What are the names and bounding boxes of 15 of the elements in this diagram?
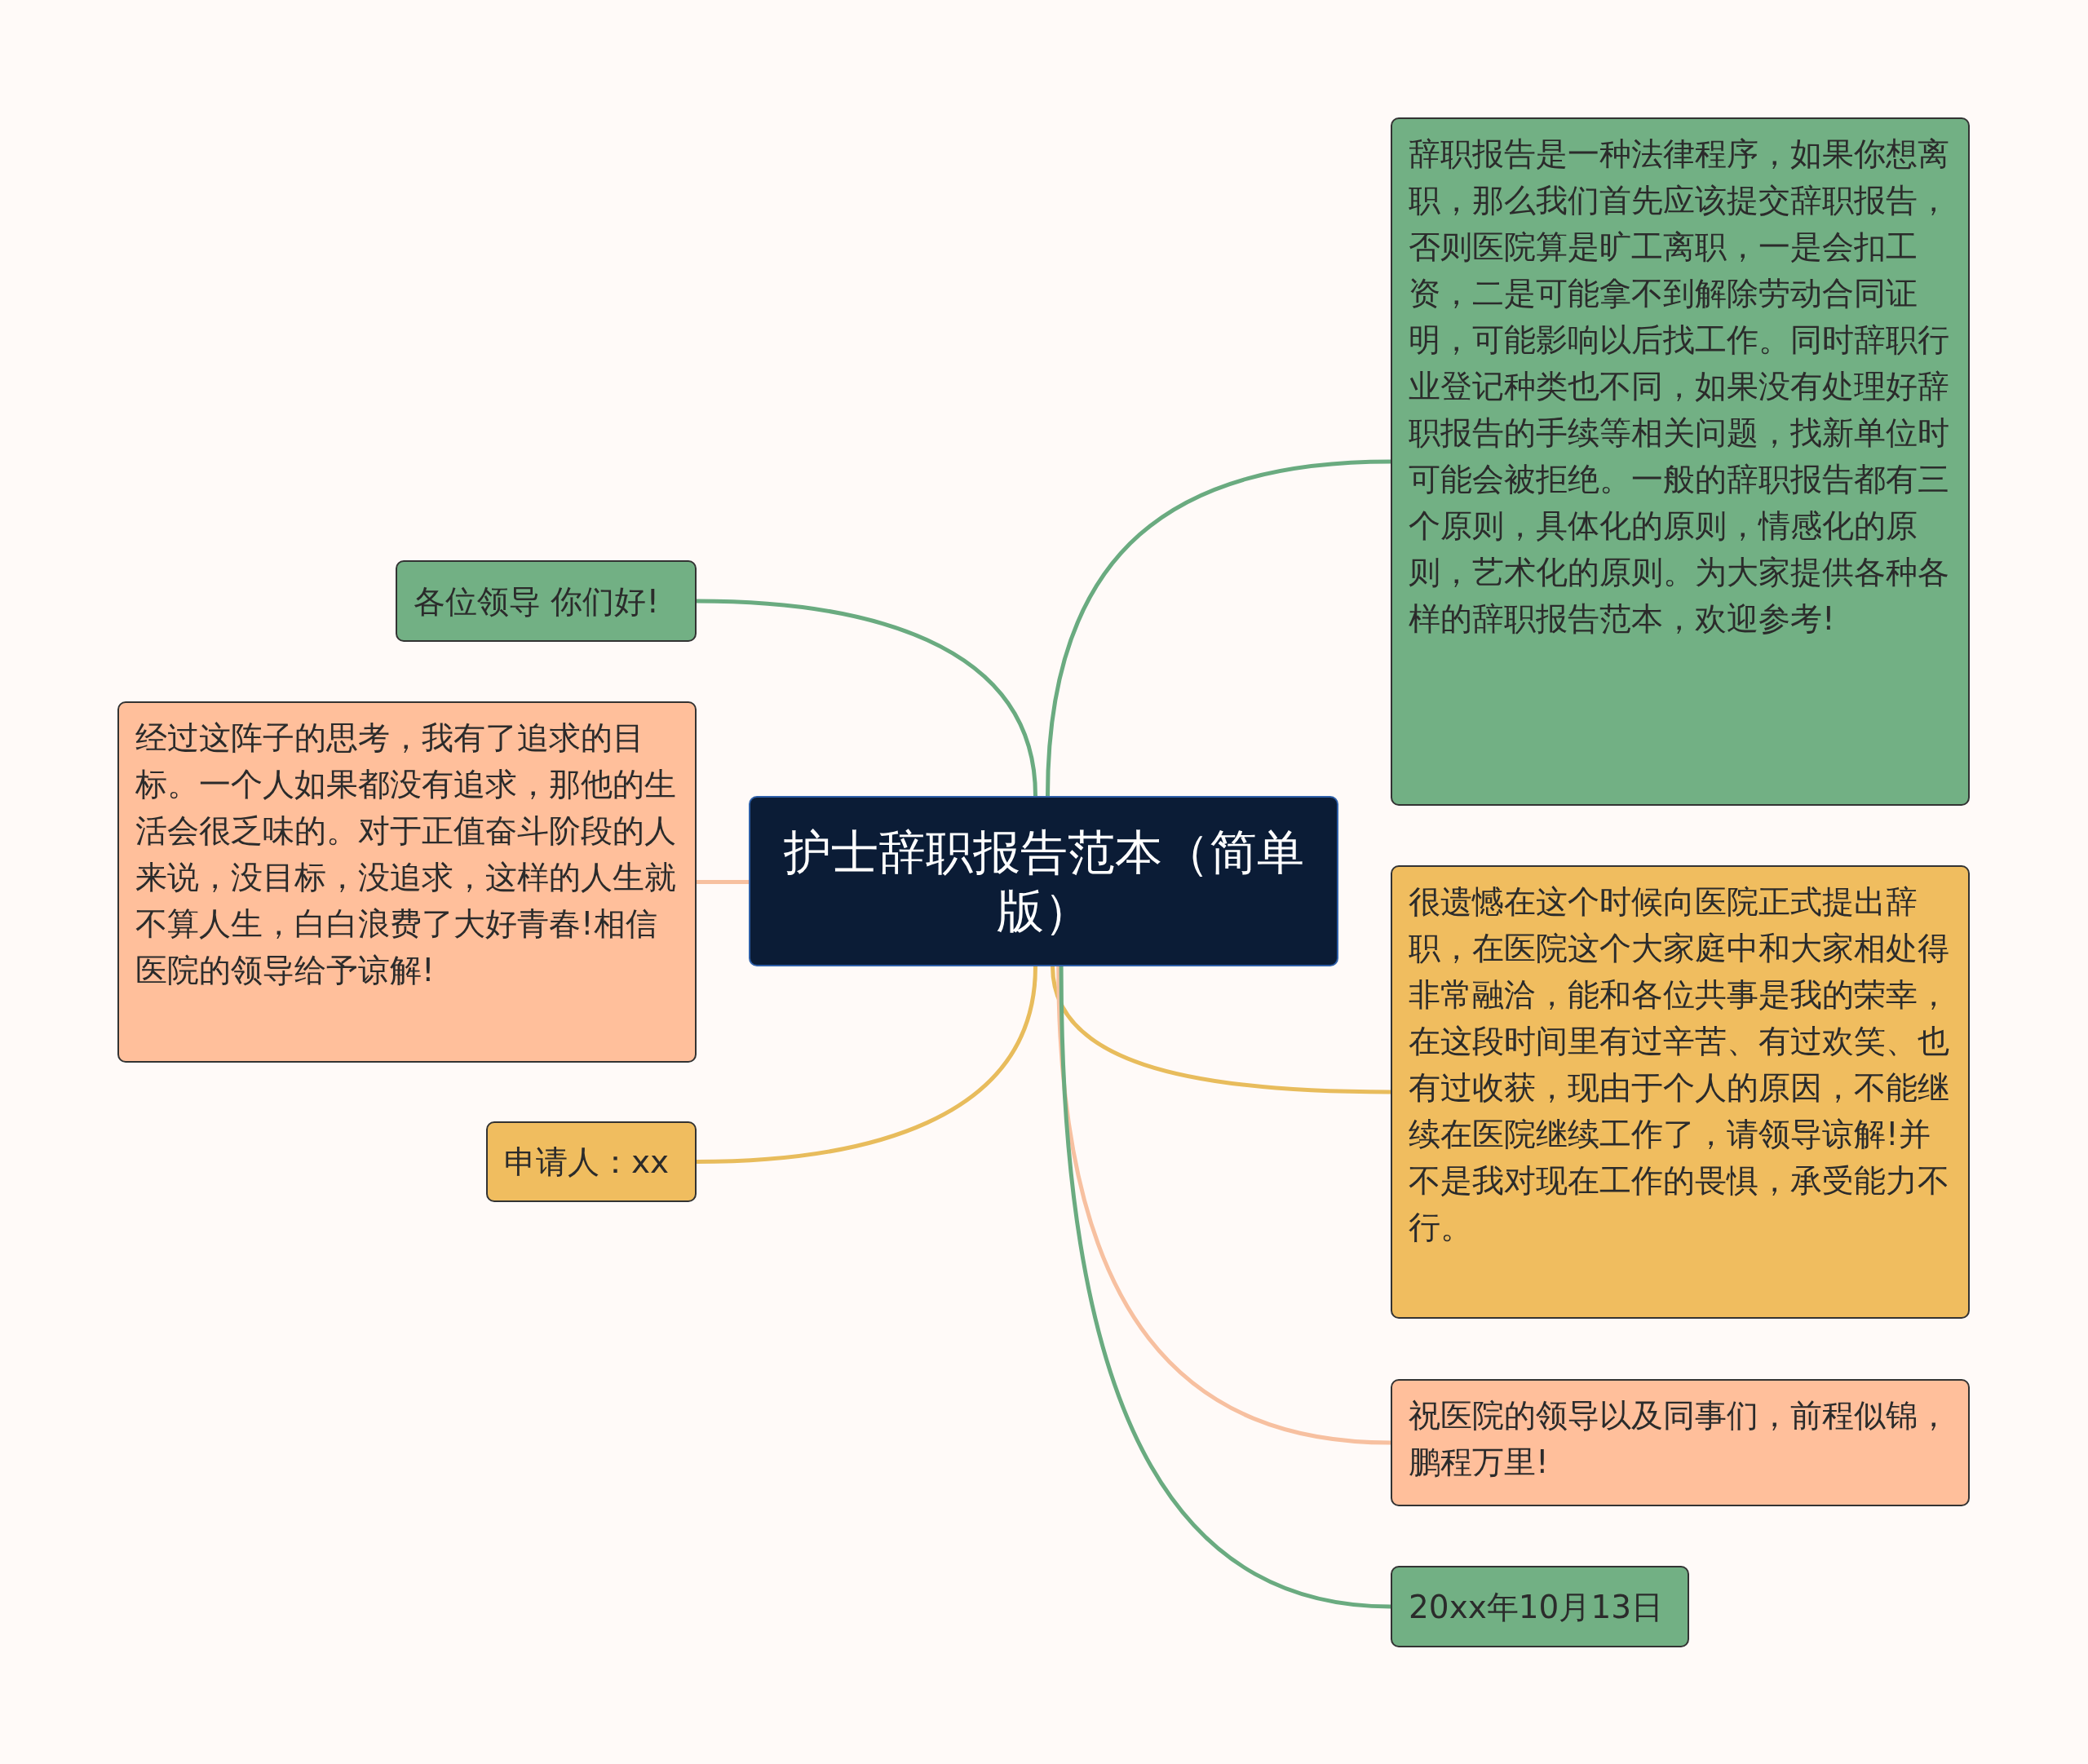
topic-box: 很遗憾在这个时候向医院正式提出辞职，在医院这个大家庭中和大家相处得非常融洽，能和各位共事是我的荣幸，在这段时间里有过辛苦、有过欢笑、也有过收获，现由于个人的原因，不能继续在医院继续工作了，请领导谅解!并不是我对现在工作的畏惧，承受能力不行。 <box>1391 865 1970 1319</box>
connector-curve <box>696 966 1037 1164</box>
topic-box: 申请人：xx <box>486 1121 697 1202</box>
connector-curve <box>1059 966 1391 1609</box>
topic-box: 各位领导 你们好! <box>396 560 697 642</box>
connector-curve <box>1051 966 1391 1094</box>
connector-curve <box>697 880 749 884</box>
topic-box: 20xx年10月13日 <box>1391 1566 1689 1647</box>
connector-curve <box>1056 966 1391 1445</box>
connector-curve <box>1046 459 1391 797</box>
topic-box: 祝医院的领导以及同事们，前程似锦，鹏程万里! <box>1391 1379 1970 1506</box>
topic-box: 辞职报告是一种法律程序，如果你想离职，那么我们首先应该提交辞职报告，否则医院算是旷工离职，一是会扣工资，二是可能拿不到解除劳动合同证明，可能影响以后找工作。同时辞职行业登记种类也不同，如果没有处理好辞职报告的手续等相关问题，找新单位时可能会被拒绝。一般的辞职报告都有三个原则，具体化的原则，情感化的原则，艺术化的原则。为大家提供各种各样的辞职报告范本，欢迎参考! <box>1391 117 1970 806</box>
central-topic-box: 护士辞职报告范本（简单版） <box>749 796 1338 966</box>
topic-box: 经过这阵子的思考，我有了追求的目标。一个人如果都没有追求，那他的生活会很乏味的。对于正值奋斗阶段的人来说，没目标，没追求，这样的人生就不算人生，白白浪费了大好青春!相信医院的领导给予谅解! <box>117 701 697 1063</box>
connector-curve <box>696 599 1037 797</box>
